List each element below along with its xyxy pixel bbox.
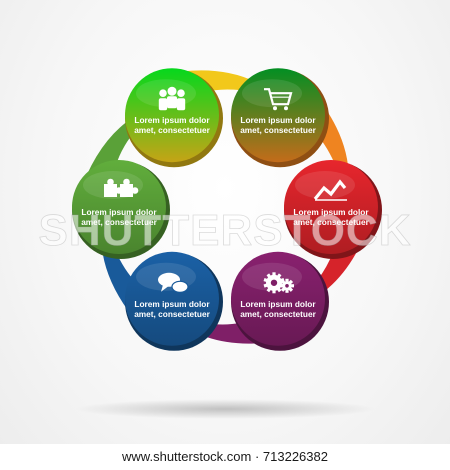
node-circle: [72, 160, 166, 254]
node-label-line1: Lorem ipsum dolor: [240, 115, 316, 125]
puzzle-icon: [104, 178, 139, 197]
node-circle: [125, 68, 219, 163]
watermark: SHUTTERSTOCK: [39, 206, 412, 255]
node-label-line2: amet, consectetuer: [240, 125, 316, 135]
node-circle: [125, 251, 219, 346]
node-label-line1: Lorem ipsum dolor: [293, 207, 369, 217]
chat-bubbles-icon: [158, 272, 189, 293]
shopping-cart-icon: [264, 88, 293, 111]
node-label-line1: Lorem ipsum dolor: [134, 115, 210, 125]
node-label-line1: Lorem ipsum dolor: [81, 207, 157, 217]
node-label-line2: amet, consectetuer: [81, 217, 157, 227]
node-circle: [231, 68, 325, 163]
node-label-line2: amet, consectetuer: [240, 309, 316, 319]
gears-icon: [263, 272, 294, 294]
node-label-line2: amet, consectetuer: [293, 217, 369, 227]
floor-shadow: [75, 399, 375, 419]
people-group-icon: [158, 86, 186, 111]
node-circle: [231, 251, 325, 346]
node-label-line2: amet, consectetuer: [134, 125, 210, 135]
node-circle: [284, 160, 378, 254]
node-label-line1: Lorem ipsum dolor: [134, 299, 210, 309]
node-highlight: [295, 171, 355, 199]
line-chart-icon: [313, 179, 347, 201]
footer-stock-id: www.shutterstock.com · 713226382: [0, 444, 450, 470]
node-label-line1: Lorem ipsum dolor: [240, 299, 316, 309]
node-label-line2: amet, consectetuer: [134, 309, 210, 319]
